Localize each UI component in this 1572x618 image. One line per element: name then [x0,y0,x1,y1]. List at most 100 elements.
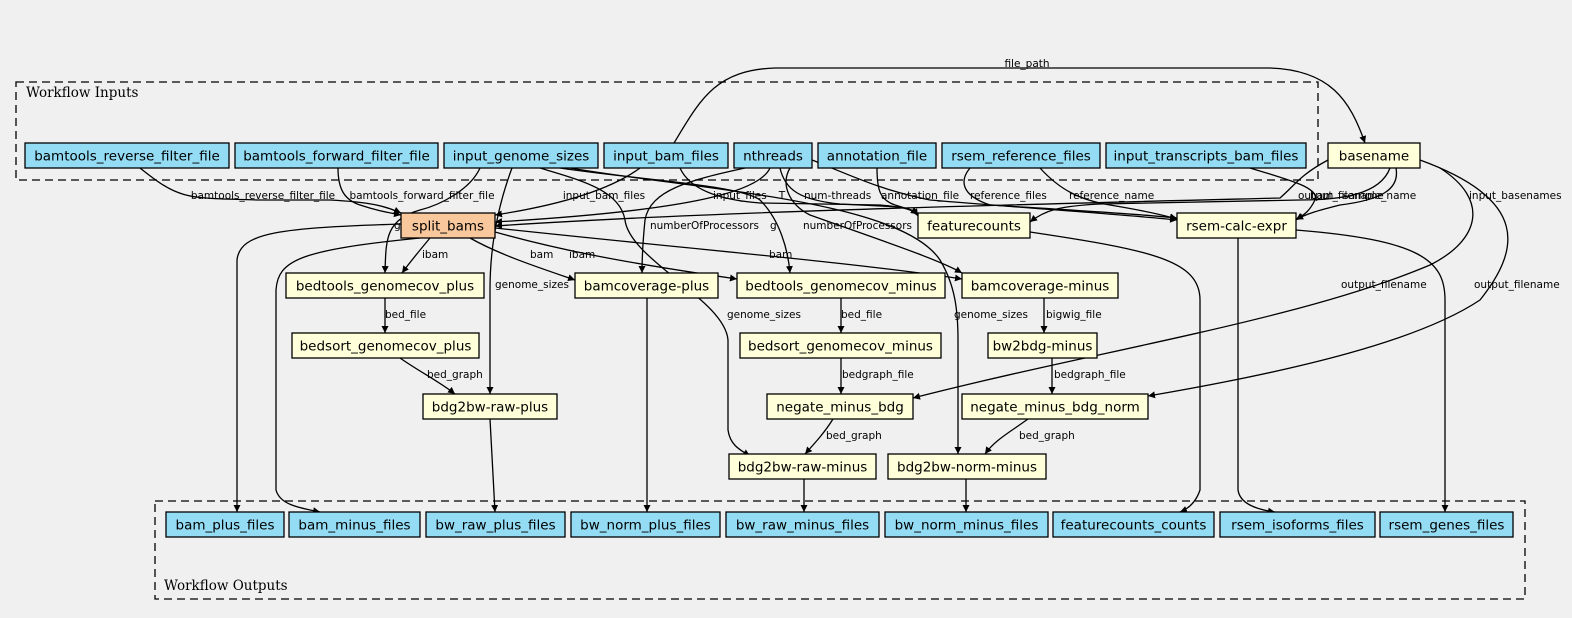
node-bamtools-forward-filter-file[interactable]: bamtools_forward_filter_file [234,142,439,169]
node-box [1219,511,1376,538]
edge-bdg2bw_raw_plus-to-bw_raw_plus_files [489,418,499,513]
node-label: annotation_file [827,149,927,165]
node-label: bedsort_genomecov_plus [300,339,472,355]
edge-rsem_calc_expr-to-rsem_genes_files [1295,229,1449,512]
edge-label-e17: ibam [422,249,448,261]
node-bedsort-genomecov-plus[interactable]: bedsort_genomecov_plus [291,332,480,359]
node-box [285,272,485,299]
node-bw-raw-minus-files[interactable]: bw_raw_minus_files [725,511,880,538]
edge-label-e14: sample_name [1343,190,1416,202]
edge-input_bam_files-to-split_bams [494,167,641,218]
node-bedtools-genomecov-minus[interactable]: bedtools_genomecov_minus [736,272,946,299]
edge-rsem_reference_files-to-rsem_calc_expr [1039,167,1178,221]
node-bedsort-genomecov-minus[interactable]: bedsort_genomecov_minus [739,332,942,359]
edge-input_genome_sizes-to-bdg2bw_norm_minus [569,167,962,454]
node-input-bam-files[interactable]: input_bam_files [603,142,729,169]
node-bw-raw-plus-files[interactable]: bw_raw_plus_files [425,511,566,538]
edge-label-e02: bamtools_reverse_filter_file [191,190,335,202]
node-box [603,142,729,169]
node-box [288,511,421,538]
node-box [291,332,480,359]
node-negate-minus-bdg-norm[interactable]: negate_minus_bdg_norm [961,393,1149,420]
node-input-transcripts-bam-files[interactable]: input_transcripts_bam_files [1105,142,1307,169]
edge-bamtools_reverse_filter_file-to-split_bams [139,167,402,214]
edge-split_bams-to-bamcoverage_minus [494,227,963,282]
node-bw2bdg-minus[interactable]: bw2bdg-minus [987,332,1098,359]
node-label: split_bams [412,219,484,235]
node-rsem-reference-files[interactable]: rsem_reference_files [941,142,1101,169]
node-bam-plus-files[interactable]: bam_plus_files [165,511,285,538]
node-label: nthreads [743,149,803,165]
node-featurecounts[interactable]: featurecounts [917,212,1031,239]
edge-label-e25: bed_file [841,309,882,321]
edge-label-e01: file_path [1004,58,1049,70]
edge-label-e12: reference_name [1069,190,1154,202]
edge-label-e31: bedgraph_file [1054,369,1126,381]
edge-label-e08: num-threads [804,190,871,202]
edge-input_transcripts_bam_files-to-rsem_calc_expr [1249,167,1317,220]
node-negate-minus-bdg[interactable]: negate_minus_bdg [766,393,914,420]
node-label: bam_minus_files [298,518,410,534]
node-rsem-isoforms-files[interactable]: rsem_isoforms_files [1219,511,1376,538]
node-featurecounts-counts[interactable]: featurecounts_counts [1052,511,1215,538]
node-box [1379,511,1514,538]
node-label: bw2bdg-minus [993,339,1093,355]
node-box [733,142,813,169]
node-box [443,142,599,169]
node-bamtools-reverse-filter-file[interactable]: bamtools_reverse_filter_file [24,142,230,169]
edge-input_genome_sizes-to-bedtools_genomecov_plus [381,167,481,274]
node-bw-norm-minus-files[interactable]: bw_norm_minus_files [884,511,1049,538]
node-bedtools-genomecov-plus[interactable]: bedtools_genomecov_plus [285,272,485,299]
edge-label-e18: bam [530,249,553,261]
edge-label-e16: g [394,220,401,232]
node-box [1105,142,1307,169]
edge-split_bams-to-bam_minus_files [275,237,421,515]
node-box [574,272,719,299]
node-bdg2bw-norm-minus[interactable]: bdg2bw-norm-minus [887,453,1047,480]
node-label: input_transcripts_bam_files [1114,149,1299,165]
node-bdg2bw-raw-plus[interactable]: bdg2bw-raw-plus [422,393,558,420]
node-box [961,272,1119,299]
node-annotation-file[interactable]: annotation_file [817,142,937,169]
edge-basename-to-negate_minus_bdg_norm [1147,159,1509,399]
node-box [1176,212,1297,239]
cluster-inputs [15,81,1319,181]
node-rsem-genes-files[interactable]: rsem_genes_files [1379,511,1514,538]
node-label: bw_norm_minus_files [895,518,1039,534]
node-label: rsem_genes_files [1389,518,1505,534]
node-nthreads[interactable]: nthreads [733,142,813,169]
node-bw-norm-plus-files[interactable]: bw_norm_plus_files [570,511,721,538]
edge-label-e19: numberOfProcessors [650,220,759,232]
node-box [961,393,1149,420]
edge-negate_minus_bdg_norm-to-bdg2bw_norm_minus [984,418,1029,455]
node-box [887,453,1047,480]
edge-label-e30: output_filename [1341,279,1427,291]
node-bdg2bw-raw-minus[interactable]: bdg2bw-raw-minus [728,453,877,480]
edge-label-e22: bam [769,249,792,261]
edge-rsem_calc_expr-to-rsem_isoforms_files [1237,238,1276,515]
node-box [884,511,1049,538]
node-label: featurecounts [927,219,1021,235]
node-box [400,212,496,239]
edge-label-e09: annotation_file [881,190,959,202]
node-rsem-calc-expr[interactable]: rsem-calc-expr [1176,212,1297,239]
node-label: bw_norm_plus_files [580,518,711,534]
node-label: rsem-calc-expr [1186,219,1287,235]
node-label: bedtools_genomecov_plus [296,279,474,295]
node-bamcoverage-minus[interactable]: bamcoverage-minus [961,272,1119,299]
node-bamcoverage-plus[interactable]: bamcoverage-plus [574,272,719,299]
node-label: negate_minus_bdg [776,400,904,416]
node-label: bedsort_genomecov_minus [748,339,933,355]
node-split-bams[interactable]: split_bams [400,212,496,239]
node-label: bedtools_genomecov_minus [745,279,936,295]
edge-label-e21: ibam [569,249,595,261]
node-bam-minus-files[interactable]: bam_minus_files [288,511,421,538]
node-basename[interactable]: basename [1327,142,1421,169]
node-input-genome-sizes[interactable]: input_genome_sizes [443,142,599,169]
edge-label-e26: bigwig_file [1046,309,1102,321]
node-label: bdg2bw-norm-minus [897,460,1037,476]
node-box [766,393,914,420]
node-label: negate_minus_bdg_norm [970,400,1140,416]
